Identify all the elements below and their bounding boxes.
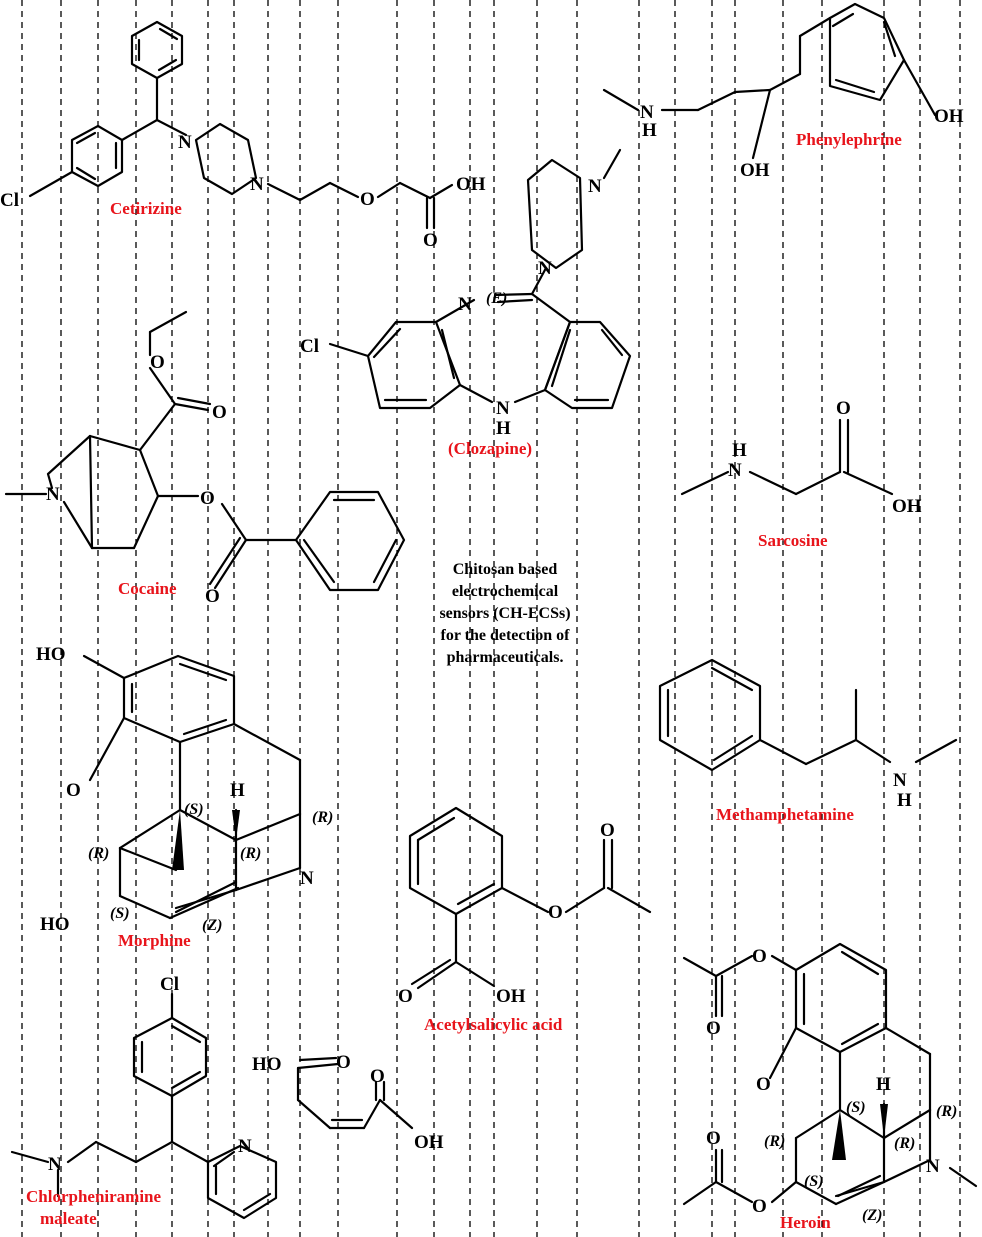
caption-line: electrochemical — [452, 583, 559, 600]
z-stereo-descriptor: (Z) — [862, 1207, 882, 1224]
oxygen-atom: O — [600, 820, 615, 841]
caption-line: pharmaceuticals. — [447, 649, 564, 666]
nitrogen-atom: N — [250, 174, 264, 195]
acetylsalicylic-acid-label: Acetylsalicylic acid — [424, 1015, 563, 1034]
oxygen-atom: O — [150, 352, 165, 373]
phenylephrine-structure: N H OH OH Phenylephrine — [602, 2, 964, 181]
oxygen-atom: O — [548, 902, 563, 923]
dashed-guides — [21, 0, 961, 1237]
caption-line: Chitosan based — [453, 561, 558, 578]
hydroxyl-group: OH — [496, 986, 526, 1007]
hydroxyl-group: OH — [456, 174, 486, 195]
oxygen-atom: O — [212, 402, 227, 423]
hydroxyl-group: OH — [934, 106, 964, 127]
hydroxyl-group: OH — [740, 160, 770, 181]
hydroxyl-group: HO — [252, 1054, 282, 1075]
cetirizine-structure: Cl N N O OH O Cetirizine — [0, 20, 486, 251]
s-stereo-descriptor: (S) — [804, 1173, 824, 1190]
nitrogen-atom: N — [300, 868, 314, 889]
nitrogen-atom: N — [640, 102, 654, 123]
nitrogen-atom: N — [458, 294, 472, 315]
nitrogen-atom: N — [46, 484, 60, 505]
hydrogen-atom: H — [732, 440, 747, 461]
nitrogen-atom: N — [926, 1156, 940, 1177]
s-stereo-descriptor: (S) — [110, 905, 130, 922]
caption-line: sensors (CH-ECSs) — [439, 605, 570, 622]
clozapine-label: (Clozapine) — [448, 439, 532, 458]
acetylsalicylic-acid-structure: O O O OH Acetylsalicylic acid — [398, 806, 652, 1034]
hydrogen-atom: H — [897, 790, 912, 811]
morphine-label: Morphine — [118, 931, 191, 950]
heroin-structure: O O O H O N O (S) (R) (R) (R) (S) (Z) He… — [682, 942, 978, 1232]
nitrogen-atom: N — [178, 132, 192, 153]
r-stereo-descriptor: (R) — [312, 809, 333, 826]
oxygen-atom: O — [752, 1196, 767, 1217]
r-stereo-descriptor: (R) — [88, 845, 109, 862]
oxygen-atom: O — [756, 1074, 771, 1095]
nitrogen-atom: N — [48, 1154, 62, 1175]
hydroxyl-group: OH — [414, 1132, 444, 1153]
nitrogen-atom: N — [588, 176, 602, 197]
oxygen-atom: O — [398, 986, 413, 1007]
hydrogen-atom: H — [642, 120, 657, 141]
chlorine-atom: Cl — [160, 974, 179, 995]
r-stereo-descriptor: (R) — [894, 1135, 915, 1152]
oxygen-atom: O — [706, 1128, 721, 1149]
cetirizine-label: Cetirizine — [110, 199, 182, 218]
clozapine-structure: N N N (E) N H Cl (Clozapine) — [300, 148, 632, 458]
oxygen-atom: O — [836, 398, 851, 419]
oxygen-atom: O — [423, 230, 438, 251]
r-stereo-descriptor: (R) — [936, 1103, 957, 1120]
chlorine-atom: Cl — [300, 336, 319, 357]
cocaine-label: Cocaine — [118, 579, 177, 598]
morphine-structure: HO O H N HO (S) (R) (R) (R) (S) (Z) Morp… — [36, 644, 333, 950]
oxygen-atom: O — [360, 189, 375, 210]
methamphetamine-label: Methamphetamine — [716, 805, 854, 824]
central-caption: Chitosan based electrochemical sensors (… — [439, 561, 570, 666]
oxygen-atom: O — [336, 1052, 351, 1073]
sarcosine-structure: N H O OH Sarcosine — [680, 398, 922, 550]
e-stereo-descriptor: (E) — [486, 290, 507, 307]
caption-line: for the detection of — [441, 627, 571, 644]
nitrogen-atom: N — [728, 460, 742, 481]
oxygen-atom: O — [200, 488, 215, 509]
nitrogen-atom: N — [538, 258, 552, 279]
chlorpheniramine-maleate-structure: Cl N N HO O O OH Chlorpheniramine maleat… — [10, 974, 444, 1228]
s-stereo-descriptor: (S) — [846, 1099, 866, 1116]
r-stereo-descriptor: (R) — [240, 845, 261, 862]
s-stereo-descriptor: (S) — [184, 801, 204, 818]
hydrogen-atom: H — [876, 1074, 891, 1095]
chlorpheniramine-label: Chlorpheniramine — [26, 1187, 162, 1206]
maleate-label: maleate — [40, 1209, 97, 1228]
chlorine-atom: Cl — [0, 190, 19, 211]
z-stereo-descriptor: (Z) — [202, 917, 222, 934]
nitrogen-atom: N — [238, 1136, 252, 1157]
nitrogen-atom: N — [893, 770, 907, 791]
oxygen-atom: O — [205, 586, 220, 607]
r-stereo-descriptor: (R) — [764, 1133, 785, 1150]
oxygen-atom: O — [752, 946, 767, 967]
sarcosine-label: Sarcosine — [758, 531, 828, 550]
phenylephrine-label: Phenylephrine — [796, 130, 902, 149]
methamphetamine-structure: N H Methamphetamine — [658, 658, 958, 824]
heroin-label: Heroin — [780, 1213, 831, 1232]
cocaine-structure: O O N O O Cocaine — [4, 310, 406, 607]
nitrogen-atom: N — [496, 398, 510, 419]
hydroxyl-group: HO — [36, 644, 66, 665]
oxygen-atom: O — [66, 780, 81, 801]
oxygen-atom: O — [370, 1066, 385, 1087]
hydrogen-atom: H — [496, 418, 511, 439]
hydrogen-atom: H — [230, 780, 245, 801]
hydroxyl-group: HO — [40, 914, 70, 935]
oxygen-atom: O — [706, 1018, 721, 1039]
hydroxyl-group: OH — [892, 496, 922, 517]
